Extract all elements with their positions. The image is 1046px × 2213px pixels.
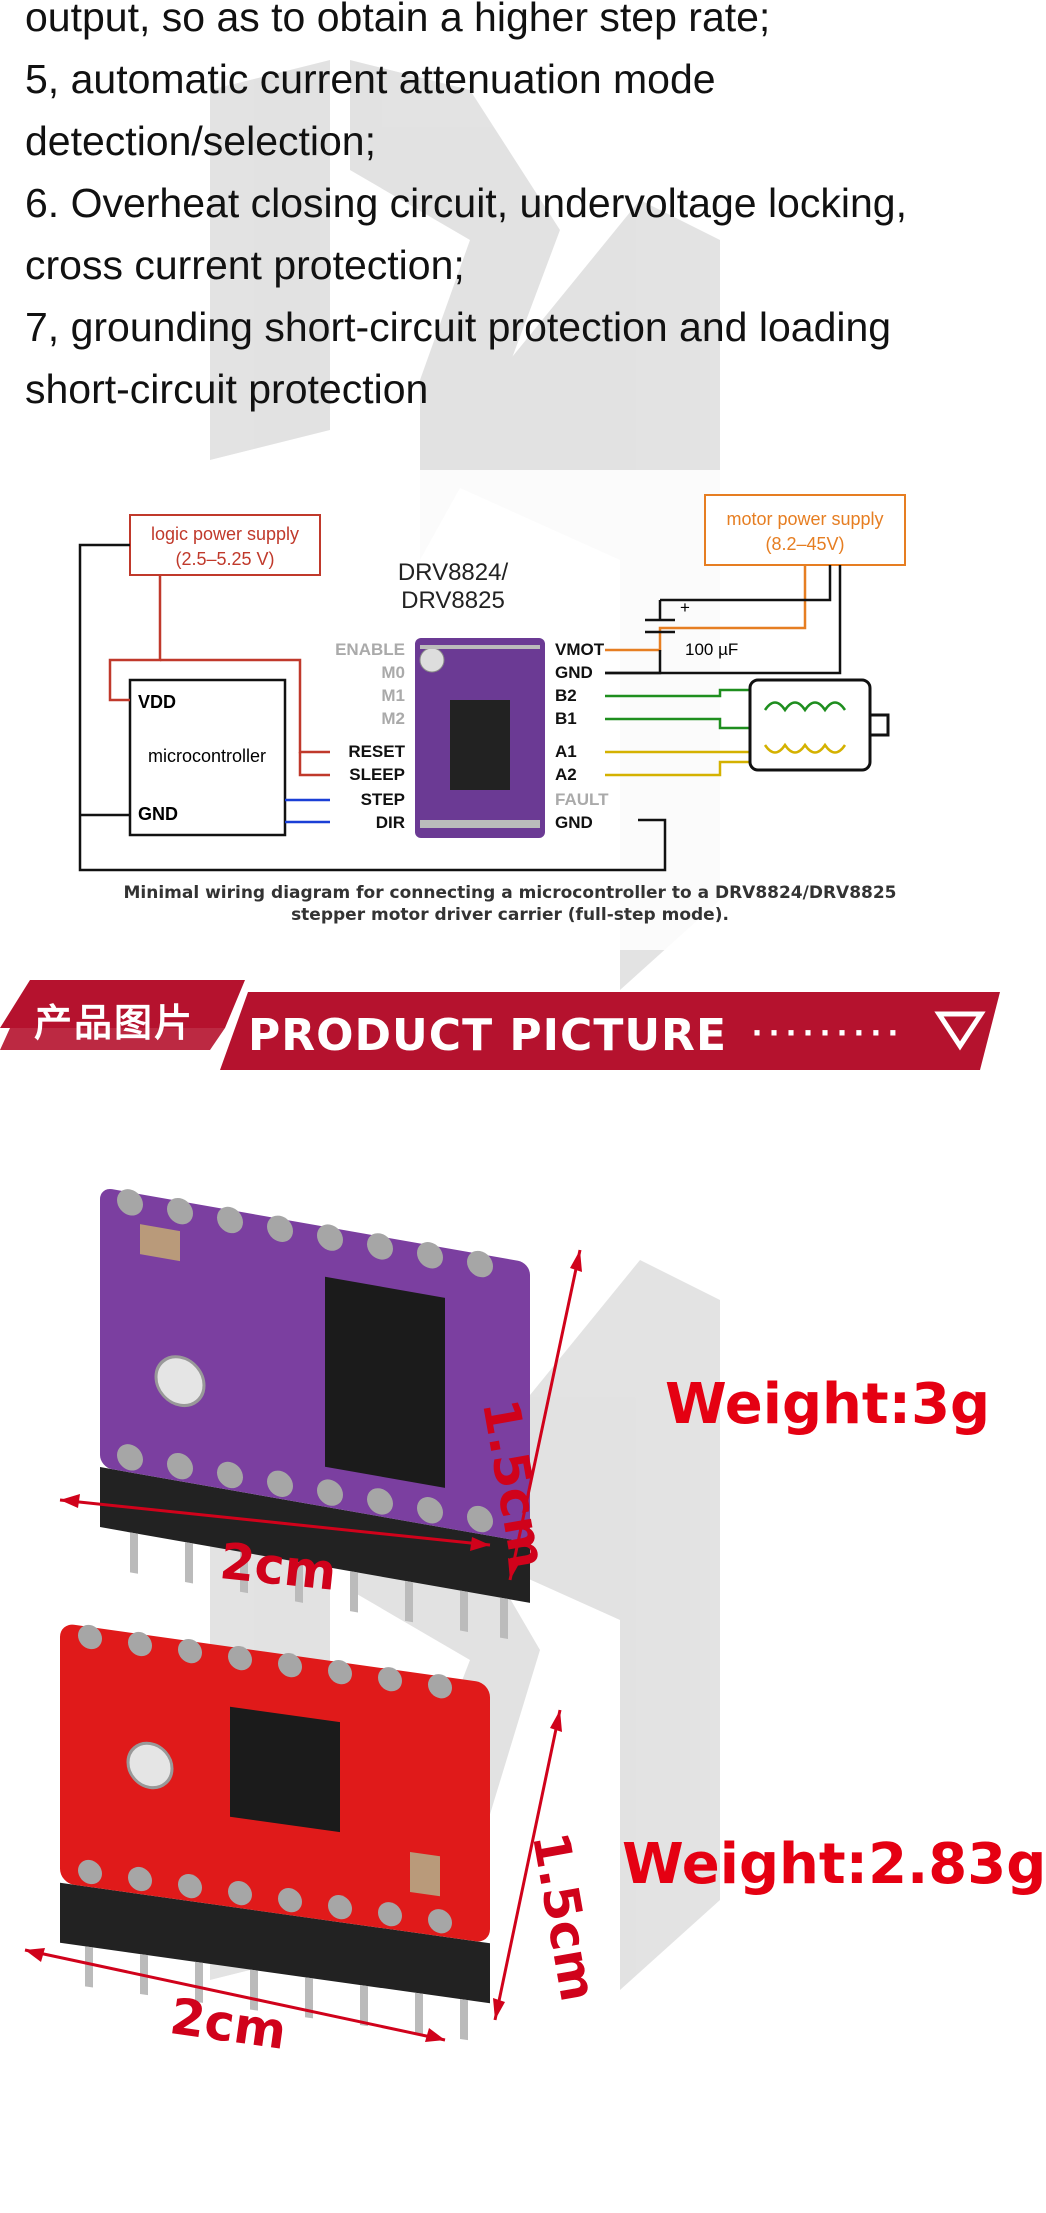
width-arrow	[24, 1948, 446, 2042]
wiring-caption: Minimal wiring diagram for connecting a …	[60, 882, 960, 926]
pin-reset: RESET	[348, 742, 405, 761]
pin-m0: M0	[381, 663, 405, 682]
wiring-diagram: logic power supply (2.5–5.25 V) motor po…	[60, 470, 960, 950]
banner-en-title: PRODUCT PICTURE	[248, 1010, 727, 1061]
feature-line: 5, automatic current attenuation mode	[25, 56, 716, 102]
pin-gnd: GND	[555, 663, 593, 682]
feature-line: short-circuit protection	[25, 366, 429, 412]
pin-m1: M1	[381, 686, 405, 705]
pin-gnd-2: GND	[555, 813, 593, 832]
pin-m2: M2	[381, 709, 405, 728]
motor-supply-box	[704, 494, 906, 566]
logic-supply-label: logic power supply	[151, 524, 299, 544]
pin-sleep: SLEEP	[349, 765, 405, 784]
feature-line: detection/selection;	[25, 118, 377, 164]
logic-supply-range: (2.5–5.25 V)	[175, 549, 274, 569]
feature-line: output, so as to obtain a higher step ra…	[25, 0, 771, 40]
banner-cn-title: 产品图片	[34, 1001, 195, 1045]
microcontroller-box	[128, 678, 287, 837]
pin-b2: B2	[555, 686, 577, 705]
pin-a1: A1	[555, 742, 577, 761]
pin-step: STEP	[361, 790, 405, 809]
board-name: DRV8824/	[398, 559, 509, 586]
microcontroller-label: microcontroller	[148, 746, 266, 766]
motor-supply-range: (8.2–45V)	[765, 534, 844, 554]
feature-line: 7, grounding short-circuit protection an…	[25, 304, 892, 350]
triangle-down-icon	[934, 1011, 986, 1051]
board-name: DRV8825	[401, 587, 505, 614]
feature-list: output, so as to obtain a higher step ra…	[25, 0, 985, 420]
gnd-label: GND	[138, 804, 178, 824]
stepper-motor-icon	[748, 678, 872, 772]
feature-line: cross current protection;	[25, 242, 465, 288]
capacitor-label: 100 µF	[685, 640, 738, 659]
section-banner	[0, 980, 1000, 1070]
caption-line: Minimal wiring diagram for connecting a …	[123, 883, 897, 903]
banner-dots: ·········	[752, 1012, 905, 1053]
pin-dir: DIR	[376, 813, 405, 832]
weight-label: Weight:2.83g	[622, 1832, 1046, 1897]
motor-supply-label: motor power supply	[726, 509, 883, 529]
pin-a2: A2	[555, 765, 577, 784]
pin-fault: FAULT	[555, 790, 609, 809]
vdd-label: VDD	[138, 692, 176, 712]
capacitor-plus: +	[680, 598, 690, 617]
weight-label: Weight:3g	[665, 1372, 991, 1437]
caption-line: stepper motor driver carrier (full-step …	[291, 905, 729, 925]
feature-line: 6. Overheat closing circuit, undervoltag…	[25, 180, 907, 226]
width-label: 2cm	[217, 1532, 340, 1602]
pin-b1: B1	[555, 709, 577, 728]
pin-enable: ENABLE	[335, 640, 405, 659]
pin-vmot: VMOT	[555, 640, 605, 659]
